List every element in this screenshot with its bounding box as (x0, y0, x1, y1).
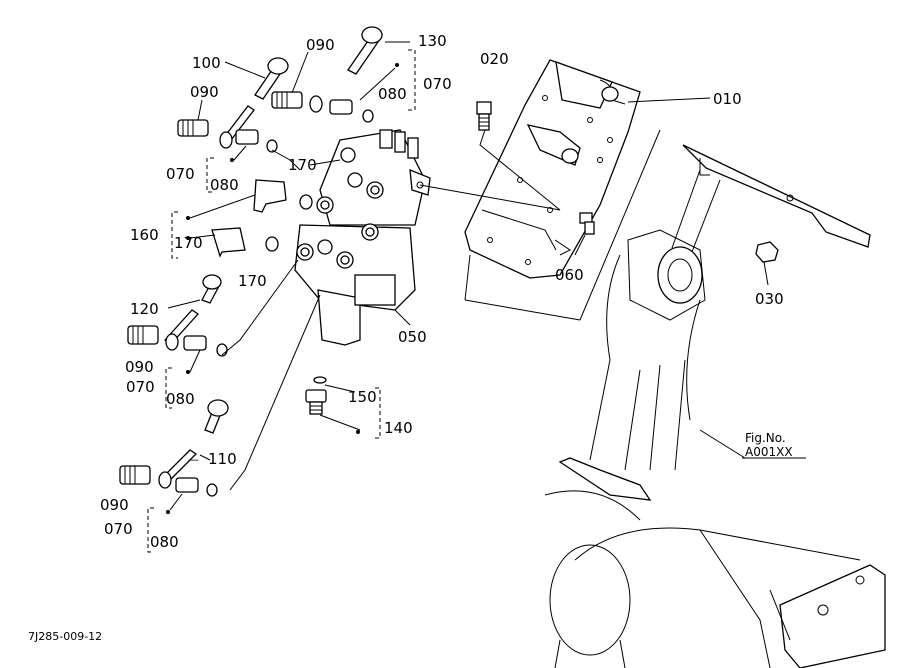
figure-ref-line2: A001XX (745, 445, 793, 459)
label-080-left: 080 (210, 176, 239, 194)
label-070-top: 070 (423, 75, 452, 93)
label-090-bot: 090 (100, 496, 129, 514)
label-170-a: 170 (288, 156, 317, 174)
figure-reference: Fig.No. A001XX (745, 431, 793, 459)
label-010: 010 (713, 90, 742, 108)
label-090-top: 090 (306, 36, 335, 54)
label-100: 100 (192, 54, 221, 72)
mounting-bracket-010 (464, 59, 641, 279)
label-090-left: 090 (190, 83, 219, 101)
drawing-code: 7J285-009-12 (28, 630, 102, 643)
label-070-mid: 070 (126, 378, 155, 396)
label-080-bot: 080 (150, 533, 179, 551)
label-080-top: 080 (378, 85, 407, 103)
label-130: 130 (418, 32, 447, 50)
label-030: 030 (755, 290, 784, 308)
leader-lines (167, 41, 769, 491)
label-160: 160 (130, 226, 159, 244)
label-080-mid: 080 (166, 390, 195, 408)
label-120: 120 (130, 300, 159, 318)
grouping-brackets (147, 49, 806, 553)
nut-030 (755, 241, 779, 263)
svg-text:—: — (188, 453, 199, 466)
label-170-c: 170 (238, 272, 267, 290)
dot-markers (166, 63, 399, 514)
label-070-left: 070 (166, 165, 195, 183)
label-150: 150 (348, 388, 377, 406)
figure-ref-line1: Fig.No. (745, 431, 786, 445)
tractor-body-drawing (544, 144, 886, 668)
bolt-060 (579, 212, 595, 235)
fittings (119, 26, 383, 497)
label-070-bot: 070 (104, 520, 133, 538)
label-090-mid: 090 (125, 358, 154, 376)
control-valve-050 (294, 129, 431, 346)
part-labels: 010 020 030 050 060 100 090 130 070 080 … (100, 32, 784, 551)
label-060: 060 (555, 266, 584, 284)
label-110: 110 (208, 450, 237, 468)
label-050: 050 (398, 328, 427, 346)
bolt-020 (476, 101, 492, 131)
label-140: 140 (384, 419, 413, 437)
label-020: 020 (480, 50, 509, 68)
label-170-b: 170 (174, 234, 203, 252)
